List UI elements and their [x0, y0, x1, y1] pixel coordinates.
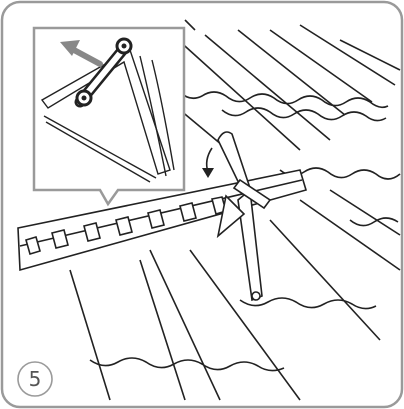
- step-number-circle: [17, 361, 53, 397]
- roof-tiles: [69, 19, 401, 401]
- hanger-clip: [216, 131, 272, 302]
- ridge-vent-bar: [17, 169, 308, 272]
- hanger-clip-detail-icon: [74, 37, 133, 108]
- rotate-arrow-icon: [202, 147, 214, 178]
- step-number-label: 5: [28, 367, 42, 391]
- pull-arrow-icon: [60, 40, 103, 67]
- detail-inset: [32, 26, 186, 207]
